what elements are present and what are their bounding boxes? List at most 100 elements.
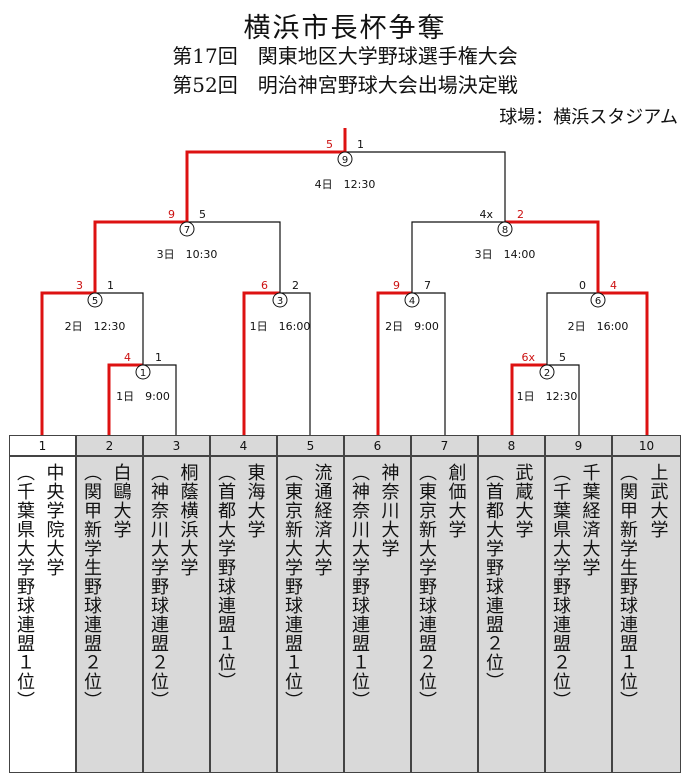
bracket-line-winner bbox=[107, 363, 143, 435]
game-time: 2日 16:00 bbox=[568, 320, 629, 333]
score-left: 9 bbox=[393, 279, 400, 292]
team-number-2: 2 bbox=[76, 435, 143, 456]
game-time: 2日 9:00 bbox=[385, 320, 439, 333]
team-name: 創価大学 bbox=[445, 463, 467, 539]
bracket-line-winner bbox=[185, 150, 345, 222]
team-cell-2: 白鷗大学 （関甲新学生野球連盟２位） bbox=[76, 456, 143, 773]
score-right: 2 bbox=[292, 279, 299, 292]
game-number-circle bbox=[337, 151, 353, 167]
game-time: 4日 12:30 bbox=[315, 178, 376, 191]
bracket-line-winner bbox=[505, 220, 600, 293]
team-name: 白鷗大学 bbox=[110, 463, 132, 539]
game-number: 8 bbox=[502, 225, 508, 236]
game-time: 2日 12:30 bbox=[65, 320, 126, 333]
bracket-line-loser bbox=[280, 292, 311, 435]
bracket-line-winner bbox=[510, 363, 547, 435]
team-cell-8: 武蔵大学 （首都大学野球連盟２位） bbox=[478, 456, 545, 773]
game-time: 3日 14:00 bbox=[475, 248, 536, 261]
bracket-line-loser bbox=[412, 292, 446, 435]
score-right: 4 bbox=[610, 279, 617, 292]
game-number-circle bbox=[179, 221, 195, 237]
team-league: （関甲新学生野球連盟２位） bbox=[81, 463, 102, 710]
page-title: 横浜市長杯争奪 bbox=[243, 13, 447, 44]
venue-label: 球場：横浜スタジアム bbox=[499, 107, 678, 128]
team-name: 流通経済大学 bbox=[311, 463, 333, 577]
team-league: （神奈川大学野球連盟２位） bbox=[148, 463, 169, 710]
bracket-line-winner bbox=[40, 291, 95, 435]
game-number-circle bbox=[590, 292, 606, 308]
team-number-8: 8 bbox=[478, 435, 545, 456]
game-number: 1 bbox=[140, 368, 146, 379]
game-time: 1日 16:00 bbox=[250, 320, 311, 333]
score-right: 1 bbox=[155, 351, 162, 364]
team-cell-6: 神奈川大学 （神奈川大学野球連盟１位） bbox=[344, 456, 411, 773]
game-number-circle bbox=[539, 364, 555, 380]
game-time: 1日 9:00 bbox=[116, 390, 170, 403]
game-number-circle bbox=[135, 364, 151, 380]
bracket-line-loser bbox=[143, 364, 177, 435]
score-left: 4x bbox=[479, 208, 493, 221]
score-left: 0 bbox=[579, 279, 586, 292]
team-name: 神奈川大学 bbox=[378, 463, 400, 558]
game-time: 3日 10:30 bbox=[157, 248, 218, 261]
game-number: 4 bbox=[409, 296, 415, 307]
team-number-10: 10 bbox=[612, 435, 681, 456]
team-league: （東京新大学野球連盟１位） bbox=[282, 463, 303, 710]
team-league: （千葉県大学野球連盟１位） bbox=[14, 463, 35, 710]
score-left: 9 bbox=[168, 208, 175, 221]
score-right: 7 bbox=[424, 279, 431, 292]
game-number: 3 bbox=[277, 296, 283, 307]
subtitle-tournament: 第17回 関東地区大学野球選手権大会 bbox=[172, 44, 518, 68]
game-number: 9 bbox=[342, 155, 348, 166]
bracket-line-winner bbox=[376, 291, 412, 435]
team-number-9: 9 bbox=[545, 435, 612, 456]
score-right: 2 bbox=[517, 208, 524, 221]
score-right: 5 bbox=[559, 351, 566, 364]
team-number-1: 1 bbox=[9, 435, 76, 456]
score-left: 3 bbox=[76, 279, 83, 292]
team-name: 東海大学 bbox=[244, 463, 266, 539]
bracket-line-loser bbox=[345, 151, 506, 222]
bracket-line-winner bbox=[242, 291, 280, 435]
team-cell-3: 桐蔭横浜大学 （神奈川大学野球連盟２位） bbox=[143, 456, 210, 773]
team-cell-4: 東海大学 （首都大学野球連盟１位） bbox=[210, 456, 277, 773]
score-right: 1 bbox=[107, 279, 114, 292]
bracket-line-loser bbox=[411, 221, 505, 293]
team-cell-1: 中央学院大学 （千葉県大学野球連盟１位） bbox=[9, 456, 76, 773]
team-name: 中央学院大学 bbox=[43, 463, 65, 577]
game-number: 5 bbox=[92, 296, 98, 307]
team-cell-9: 千葉経済大学（千葉県大学野球連盟２位） bbox=[545, 456, 612, 773]
score-right: 5 bbox=[199, 208, 206, 221]
game-time: 1日 12:30 bbox=[517, 390, 578, 403]
team-number-6: 6 bbox=[344, 435, 411, 456]
game-number-circle bbox=[404, 292, 420, 308]
team-number-5: 5 bbox=[277, 435, 344, 456]
bracket-line-loser bbox=[95, 292, 144, 365]
game-number-circle bbox=[497, 221, 513, 237]
team-name: 上武大学 bbox=[647, 463, 669, 539]
game-number: 7 bbox=[184, 225, 190, 236]
bracket-line-loser bbox=[187, 221, 281, 293]
team-cell-7: 創価大学（東京新大学野球連盟２位） bbox=[411, 456, 478, 773]
team-cell-5: 流通経済大学 （東京新大学野球連盟１位） bbox=[277, 456, 344, 773]
team-name: 武蔵大学 bbox=[512, 463, 534, 539]
game-number: 6 bbox=[595, 296, 601, 307]
team-number-3: 3 bbox=[143, 435, 210, 456]
team-league: （関甲新学生野球連盟１位） bbox=[617, 463, 638, 710]
team-league: （神奈川大学野球連盟１位） bbox=[349, 463, 370, 710]
team-number-7: 7 bbox=[411, 435, 478, 456]
team-league: （千葉県大学野球連盟２位） bbox=[550, 463, 571, 710]
team-name: 桐蔭横浜大学 bbox=[177, 463, 199, 577]
subtitle-qualifier: 第52回 明治神宮野球大会出場決定戦 bbox=[172, 73, 518, 97]
team-league: （首都大学野球連盟２位） bbox=[483, 463, 504, 691]
team-number-4: 4 bbox=[210, 435, 277, 456]
score-left: 6x bbox=[521, 351, 535, 364]
game-number-circle bbox=[87, 292, 103, 308]
team-league: （首都大学野球連盟１位） bbox=[215, 463, 236, 691]
score-left: 5 bbox=[326, 138, 333, 151]
score-left: 6 bbox=[261, 279, 268, 292]
bracket-line-loser bbox=[546, 292, 598, 365]
